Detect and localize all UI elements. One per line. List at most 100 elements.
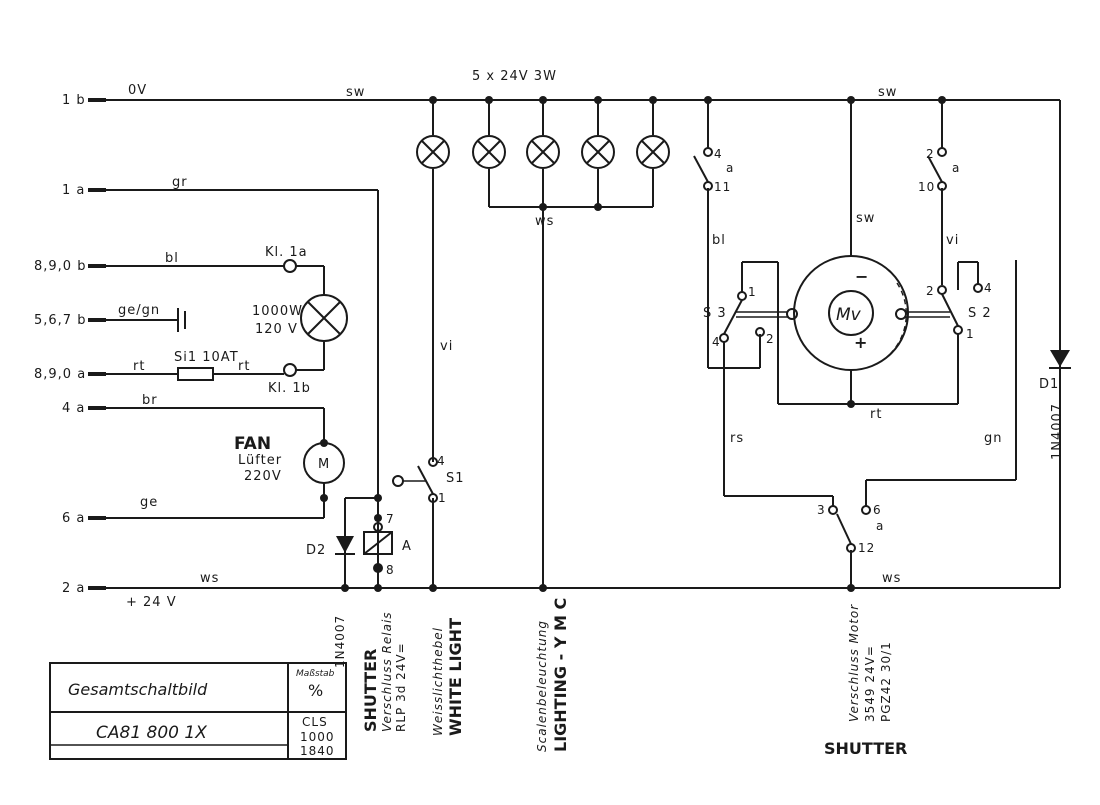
switch-s2-icon xyxy=(895,283,983,335)
pin-label: 4 xyxy=(984,281,993,295)
wire-label-br: br xyxy=(142,393,158,408)
pin-label: 12 xyxy=(858,541,875,555)
pin-label: a xyxy=(726,161,734,175)
lamps-rating: 5 x 24V 3W xyxy=(472,69,557,84)
s1-pin-4: 4 xyxy=(437,454,446,468)
wire-label-plus24: + 24 V xyxy=(126,595,177,610)
title-block: Gesamtschaltbild CA81 800 1X Maßstab % C… xyxy=(49,662,347,760)
diode-d1-part: 1N4007 xyxy=(1050,403,1065,460)
shutter-motor-icon xyxy=(793,255,909,371)
fan-motor-icon xyxy=(303,442,345,484)
terminal-4a: 4 a xyxy=(62,401,85,416)
wire-label-gr: gr xyxy=(172,175,188,190)
fan-label-de: Lüfter xyxy=(238,453,282,468)
lamp-icon xyxy=(526,135,560,169)
switch-4-11-icon xyxy=(693,147,713,191)
wire-label-bl: bl xyxy=(712,233,726,248)
terminal-890a: 8,9,0 a xyxy=(34,367,86,382)
terminal-1a: 1 a xyxy=(62,183,85,198)
white-light-caption-de: Weisslichthebel xyxy=(431,627,445,736)
relay-label: A xyxy=(402,539,412,554)
cls-header: CLS xyxy=(302,715,328,729)
vertical-captions: 1N4007 SHUTTER Verschluss Relais RLP 3d … xyxy=(333,598,907,758)
shutter-motor-symbol: Mv xyxy=(836,305,862,325)
pin-label: 1 xyxy=(748,285,757,299)
ground-icon xyxy=(177,308,186,332)
scale-value: % xyxy=(308,681,323,700)
wire-labels: 0V sw sw sw gr bl ge/gn rt rt br ge ws +… xyxy=(118,83,1002,610)
junction-dots xyxy=(320,96,946,592)
diode-d2-icon xyxy=(335,536,355,555)
pin-label: 2 xyxy=(926,147,935,161)
scale-header: Maßstab xyxy=(296,669,335,679)
relay-caption-de: Verschluss Relais xyxy=(380,611,394,732)
pin-label: 2 xyxy=(926,284,935,298)
cls-value-2: 1840 xyxy=(300,744,335,758)
motor-reference: PGZ42 30/1 xyxy=(879,641,893,722)
wiring xyxy=(92,99,1061,589)
wire-label-vi: vi xyxy=(946,233,959,248)
wire-label-vi: vi xyxy=(440,339,453,354)
wire-label-ws: ws xyxy=(535,214,554,229)
terminal-567b: 5,6,7 b xyxy=(34,313,86,328)
lamp-icon xyxy=(416,135,450,169)
diode-d1-label: D1 xyxy=(1039,377,1059,392)
pin-label: 4 xyxy=(712,335,721,349)
pin-label: 1 xyxy=(966,327,975,341)
pin-label: 2 xyxy=(766,332,775,346)
switch-s3-label: S 3 xyxy=(703,306,727,321)
pin-label: a xyxy=(876,519,884,533)
lamp-icon xyxy=(581,135,615,169)
relay-type: RLP 3d 24V= xyxy=(394,642,408,732)
wire-label-ws: ws xyxy=(200,571,219,586)
wire-label-rt: rt xyxy=(238,359,250,374)
fan-motor-symbol: M xyxy=(318,457,330,472)
wire-label-sw: sw xyxy=(346,85,365,100)
motor-minus: − xyxy=(855,267,868,286)
lamp-icon xyxy=(472,135,506,169)
lamp-icon xyxy=(636,135,670,169)
fuse-icon xyxy=(177,367,214,381)
pin-label: 11 xyxy=(714,180,731,194)
terminal-labels: 1 b 1 a 8,9,0 b 5,6,7 b 8,9,0 a 4 a 6 a … xyxy=(34,93,86,596)
terminal-kl1a: Kl. 1a xyxy=(265,245,308,260)
wire-label-gegn: ge/gn xyxy=(118,303,160,318)
pin-label: 6 xyxy=(873,503,882,517)
terminal-1b: 1 b xyxy=(62,93,86,108)
relay-pin-7: 7 xyxy=(386,512,395,526)
relay-pin-8: 8 xyxy=(386,563,395,577)
wire-label-bl: bl xyxy=(165,251,179,266)
pin-label: 3 xyxy=(817,503,826,517)
s1-pin-1: 1 xyxy=(438,491,447,505)
terminal-890b: 8,9,0 b xyxy=(34,259,86,274)
cls-value-1: 1000 xyxy=(300,730,335,744)
shutter-caption: SHUTTER xyxy=(824,739,907,758)
switch-s1-label: S1 xyxy=(446,471,465,486)
diode-d2-label: D2 xyxy=(306,543,326,558)
lighting-caption-de: Scalenbeleuchtung xyxy=(535,620,549,752)
relay-coil-icon xyxy=(363,522,393,573)
switch-s3-icon xyxy=(719,291,798,343)
fan-voltage: 220V xyxy=(244,469,282,484)
pin-label: 4 xyxy=(714,147,723,161)
white-light-caption-en: WHITE LIGHT xyxy=(446,618,465,736)
pin-label: a xyxy=(952,161,960,175)
component-labels: 5 x 24V 3W Kl. 1a Kl. 1b 1000W 120 V Si1… xyxy=(174,69,1065,577)
drawing-title: Gesamtschaltbild xyxy=(68,680,208,699)
wire-label-rs: rs xyxy=(730,431,744,446)
wire-label-sw: sw xyxy=(856,211,875,226)
fan-label: FAN xyxy=(234,434,271,454)
fuse-label: Si1 10AT xyxy=(174,350,239,365)
pin-label: 10 xyxy=(918,180,935,194)
lamp-power: 1000W xyxy=(252,304,303,319)
d2-part-caption: 1N4007 xyxy=(333,615,347,668)
switch-s2-label: S 2 xyxy=(968,306,992,321)
main-lamp-icon xyxy=(283,259,348,377)
lamp-voltage: 120 V xyxy=(255,322,298,337)
motor-type: 3549 24V= xyxy=(863,645,877,722)
wire-label-rt: rt xyxy=(870,407,882,422)
terminal-stubs xyxy=(88,98,106,590)
motor-plus: + xyxy=(854,333,867,352)
